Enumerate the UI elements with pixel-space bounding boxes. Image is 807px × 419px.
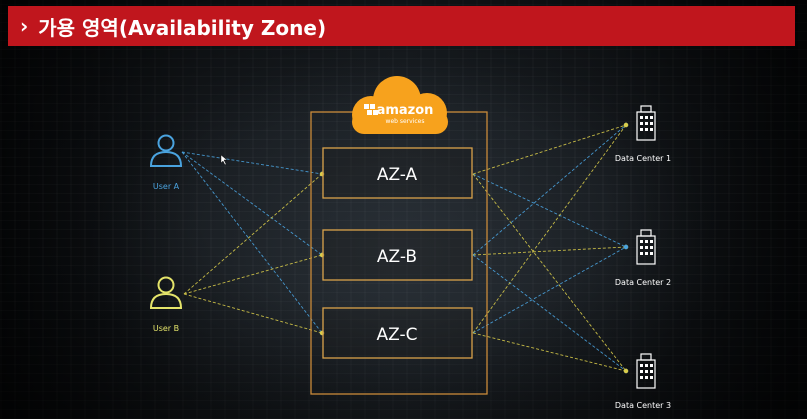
connection-line <box>472 332 627 372</box>
az-box-a: AZ-A <box>322 147 473 199</box>
data-center-2: Data Center 2 <box>615 229 671 287</box>
arrowhead-icon <box>623 244 629 250</box>
connection-line <box>472 124 627 334</box>
page-title: 가용 영역(Availability Zone) <box>38 15 327 40</box>
mouse-cursor-icon <box>220 154 228 166</box>
connection-line <box>472 124 627 175</box>
arrowhead-icon <box>623 368 629 374</box>
user-icon <box>149 134 183 167</box>
data-center-3: Data Center 3 <box>615 353 671 410</box>
connection-line <box>472 173 627 248</box>
building-icon <box>636 105 656 141</box>
connection-line <box>472 173 627 372</box>
connection-line <box>472 246 627 256</box>
user-label: User A <box>153 182 180 191</box>
user-label: User B <box>153 324 179 333</box>
user-b: User B <box>149 276 183 333</box>
az-box-b: AZ-B <box>322 229 473 281</box>
connection-line <box>183 254 323 295</box>
az-label: AZ-B <box>377 247 417 267</box>
connection-line <box>183 293 323 334</box>
user-icon <box>149 276 183 309</box>
connection-line <box>472 254 627 372</box>
az-label: AZ-A <box>377 165 418 185</box>
data-center-label: Data Center 2 <box>615 278 671 287</box>
aws-logo-subtext: web services <box>386 118 425 125</box>
aws-logo-text: amazon <box>377 103 434 118</box>
aws-boxes-icon <box>364 104 378 115</box>
data-center-1: Data Center 1 <box>615 105 671 163</box>
chevron-right-icon: › <box>20 14 29 38</box>
connection-line <box>183 173 323 295</box>
connection-line <box>181 151 323 256</box>
connection-line <box>472 124 627 256</box>
aws-cloud-icon: amazon web services <box>352 76 448 134</box>
az-label: AZ-C <box>377 325 418 345</box>
data-center-label: Data Center 1 <box>615 154 671 163</box>
connection-line <box>472 246 627 334</box>
arrowhead-icon <box>623 122 629 128</box>
user-a: User A <box>149 134 183 191</box>
connection-line <box>181 151 323 175</box>
title-bar: › 가용 영역(Availability Zone) <box>8 6 795 46</box>
data-center-label: Data Center 3 <box>615 401 671 410</box>
connection-line <box>181 151 323 334</box>
building-icon <box>636 353 656 389</box>
az-box-c: AZ-C <box>322 307 473 359</box>
building-icon <box>636 229 656 265</box>
